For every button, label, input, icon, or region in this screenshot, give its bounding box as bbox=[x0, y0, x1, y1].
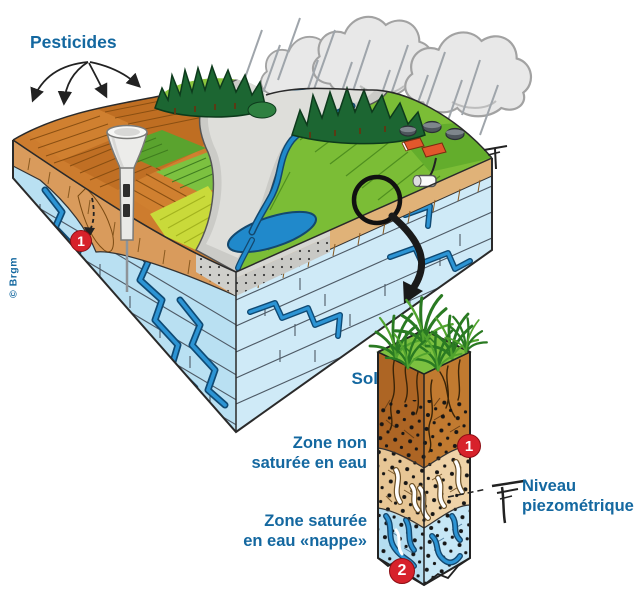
block-right-face bbox=[236, 158, 492, 432]
block-outline bbox=[12, 87, 493, 434]
zone-non-saturee-label: Zone non saturée en eau bbox=[251, 434, 367, 473]
pesticide-spray-arrows-icon bbox=[30, 61, 141, 106]
badge-2-column: 2 bbox=[389, 558, 415, 584]
forest-icon bbox=[154, 63, 426, 145]
zoom-arrow-icon bbox=[388, 212, 426, 304]
infiltration-arrow-icon bbox=[84, 197, 95, 238]
magnifier-icon bbox=[351, 174, 403, 226]
zone-saturee-label: Zone saturée en eau «nappe» bbox=[243, 512, 367, 551]
badge-1-column: 1 bbox=[457, 434, 481, 458]
piezometric-dashed-line bbox=[447, 488, 488, 498]
niveau-piezometrique-label: Niveau piezométrique bbox=[522, 477, 634, 516]
piezometric-symbol-top bbox=[483, 145, 508, 170]
storage-tanks-icon bbox=[399, 120, 465, 141]
piezometric-symbol-bottom bbox=[491, 479, 525, 524]
sol-label: Sol bbox=[351, 369, 378, 388]
brgm-credit: © Brgm bbox=[7, 256, 20, 299]
farm-buildings-icon bbox=[401, 137, 447, 158]
piezometer-well-icon bbox=[106, 124, 148, 292]
badge-1-surface: 1 bbox=[70, 230, 92, 252]
discharge-pipe-icon bbox=[412, 157, 437, 188]
pesticides-label: Pesticides bbox=[30, 32, 117, 52]
